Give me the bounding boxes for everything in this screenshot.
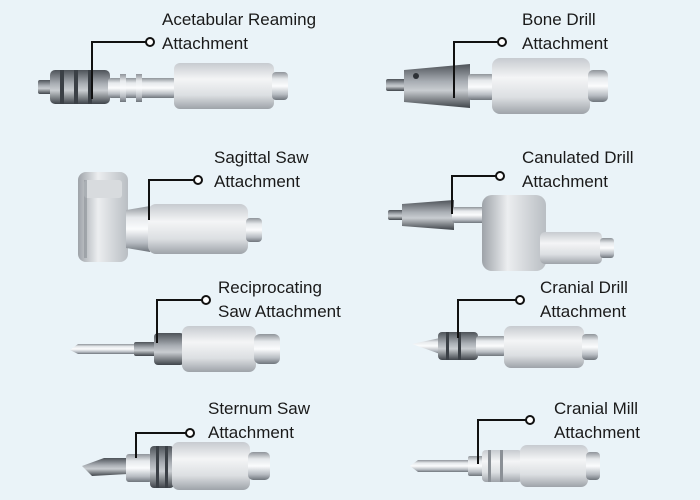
sternum-leader-line xyxy=(135,428,195,458)
label-line: Acetabular Reaming xyxy=(162,10,317,29)
label-line: Cranial Drill xyxy=(540,278,628,297)
cranial-drill-leader-line xyxy=(457,295,525,338)
label-sternum-saw-attachment: Sternum Saw Attachment xyxy=(208,397,310,445)
label-line: Attachment xyxy=(162,34,248,53)
label-line: Attachment xyxy=(214,172,300,191)
label-sagittal-saw-attachment: Sagittal Saw Attachment xyxy=(214,146,309,194)
label-cranial-drill-attachment: Cranial Drill Attachment xyxy=(540,276,628,324)
label-line: Attachment xyxy=(208,423,294,442)
cranial-drill-tool xyxy=(412,326,598,368)
label-canulated-drill-attachment: Canulated Drill Attachment xyxy=(522,146,634,194)
reciprocating-leader-line xyxy=(156,295,211,343)
cranial-mill-leader-line xyxy=(477,415,535,464)
bone-drill-tool xyxy=(386,58,608,114)
label-line: Reciprocating xyxy=(218,278,322,297)
sternum-saw-tool xyxy=(82,442,270,490)
acetabular-reaming-tool xyxy=(38,63,288,109)
label-line: Attachment xyxy=(554,423,640,442)
sagittal-leader-line xyxy=(148,175,203,220)
bone-drill-leader-line xyxy=(453,37,507,98)
label-line: Attachment xyxy=(540,302,626,321)
sagittal-saw-tool xyxy=(78,172,262,262)
label-line: Saw Attachment xyxy=(218,302,341,321)
label-reciprocating-saw-attachment: Reciprocating Saw Attachment xyxy=(218,276,341,324)
label-acetabular-reaming-attachment: Acetabular Reaming Attachment xyxy=(162,8,316,56)
label-line: Attachment xyxy=(522,34,608,53)
label-line: Cranial Mill xyxy=(554,399,639,418)
reciprocating-saw-tool xyxy=(70,326,280,372)
cranial-mill-tool xyxy=(410,445,600,487)
label-bone-drill-attachment: Bone Drill Attachment xyxy=(522,8,608,56)
label-line: Sagittal Saw xyxy=(214,148,309,167)
acetabular-leader-line xyxy=(91,37,155,99)
label-line: Bone Drill xyxy=(522,10,596,29)
label-line: Sternum Saw xyxy=(208,399,311,418)
canulated-drill-tool xyxy=(388,195,614,271)
label-line: Canulated Drill xyxy=(522,148,634,167)
label-line: Attachment xyxy=(522,172,608,191)
canulated-leader-line xyxy=(451,171,505,214)
label-cranial-mill-attachment: Cranial Mill Attachment xyxy=(554,397,640,445)
